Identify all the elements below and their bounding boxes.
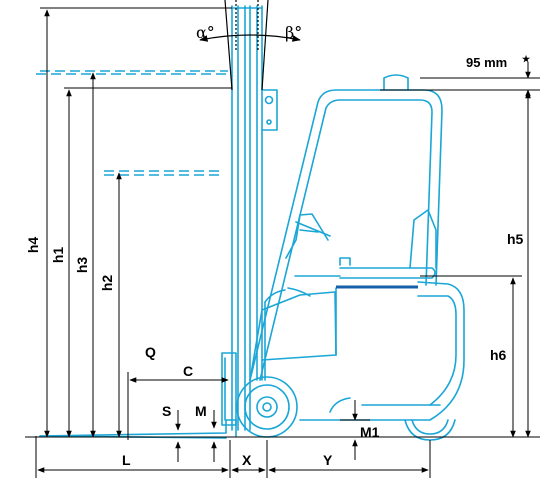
label-X: X	[242, 452, 252, 468]
mast	[221, 5, 278, 431]
tilt-indicator	[199, 0, 301, 91]
dimension-lines	[25, 7, 540, 478]
label-M: M	[195, 403, 207, 419]
forks-raised	[36, 70, 228, 176]
label-h2: h2	[99, 275, 115, 292]
label-Q: Q	[145, 344, 156, 360]
label-L: L	[122, 452, 131, 468]
label-M1: M1	[360, 424, 380, 440]
truck-body	[249, 281, 465, 421]
label-S: S	[162, 403, 171, 419]
label-Y: Y	[323, 452, 333, 468]
label-overhead: 95 mm	[466, 55, 507, 70]
label-h6: h6	[490, 347, 507, 363]
operator-seat	[285, 209, 437, 279]
label-h3: h3	[74, 257, 90, 274]
label-h5: h5	[507, 231, 524, 247]
front-wheel	[236, 376, 298, 438]
label-star: ★	[522, 54, 531, 64]
label-h4: h4	[25, 237, 41, 254]
label-beta: β°	[285, 23, 302, 42]
label-C: C	[183, 363, 193, 379]
label-alpha: α°	[196, 23, 215, 42]
dimension-labels: h4 h1 h3 h2 h5 h6 α° β° 95 mm ★ Q C S M …	[25, 23, 531, 468]
label-h1: h1	[50, 247, 66, 264]
